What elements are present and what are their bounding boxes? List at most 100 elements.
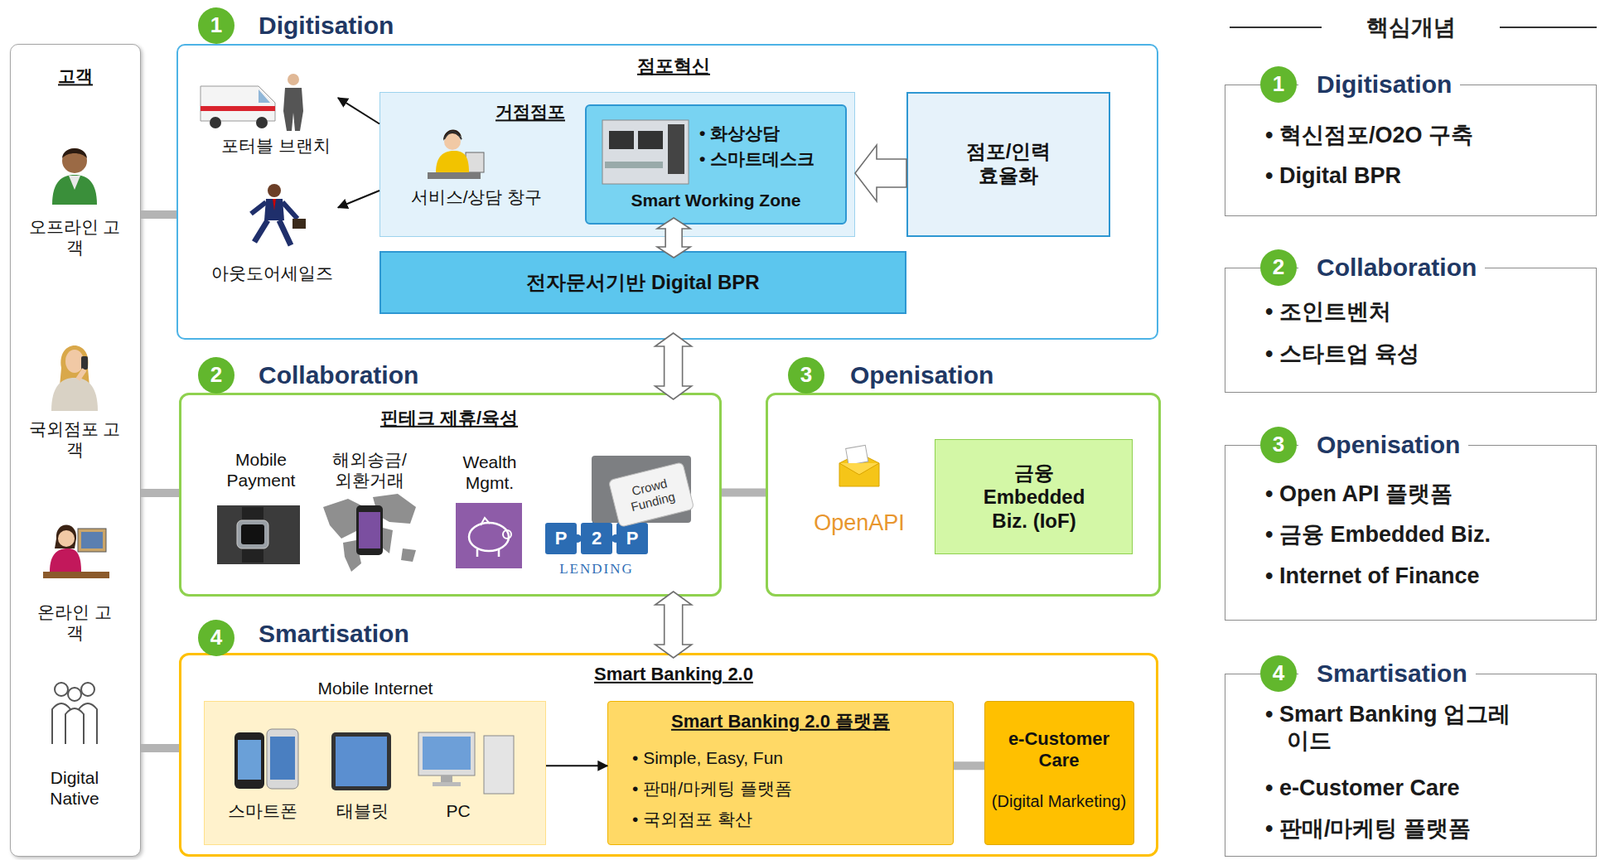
overseas-customer-icon xyxy=(81,356,88,370)
smartwatch-photo xyxy=(241,507,264,563)
heading-text: Smartisation xyxy=(1298,658,1476,689)
step-number: 2 xyxy=(1260,254,1297,281)
connector-bar xyxy=(953,761,985,770)
device-label: 태블릿 xyxy=(320,800,404,822)
text-slot: • Smart Banking 업그레이드 xyxy=(1265,727,1531,782)
text-slot: 전자문서기반 Digital BPR xyxy=(394,282,892,307)
text-slot: Wealth Mgmt. xyxy=(448,472,532,514)
smartphone-icons xyxy=(266,729,299,789)
text-slot: 점포/인력 효율화 xyxy=(954,164,1063,213)
online-customer-icon xyxy=(49,548,82,572)
overseas-customer-icon xyxy=(51,377,98,411)
fintech-label: LENDING xyxy=(542,560,651,578)
text-slot: 4 xyxy=(1260,673,1297,700)
node-text: 전자문서기반 Digital BPR xyxy=(394,270,892,295)
node-text: • 판매/마케팅 플랫폼 xyxy=(632,778,939,799)
fintech-label: Wealth Mgmt. xyxy=(448,451,532,494)
text-slot: • Simple, Easy, Fun xyxy=(632,758,939,779)
service-desk-figure xyxy=(427,172,481,179)
text-slot: • Digital BPR xyxy=(1265,175,1581,203)
online-customer-icon xyxy=(58,530,75,547)
portable-branch-van xyxy=(200,106,276,112)
node-text: Smart Banking 2.0 xyxy=(549,663,798,686)
world-map-phone xyxy=(401,548,416,562)
connector-bar xyxy=(140,210,177,219)
arrow-line xyxy=(338,97,380,124)
text-slot: • Open API 플랫폼 xyxy=(1265,493,1581,521)
text-slot: • Internet of Finance xyxy=(1265,575,1581,603)
text-slot: 국외점포 고객 xyxy=(24,439,125,481)
node-text: 아웃도어세일즈 xyxy=(205,262,339,284)
online-customer-icon xyxy=(77,528,107,552)
smart-working-photo xyxy=(667,124,685,175)
block-arrow xyxy=(655,591,692,658)
offline-customer-icon xyxy=(62,148,88,174)
text-slot: Smart Banking 2.0 플랫폼 xyxy=(618,721,943,744)
open-api-icon xyxy=(839,444,880,487)
outdoor-sales-figure xyxy=(292,218,306,229)
outdoor-sales-figure xyxy=(272,198,276,211)
text-slot: Smart Banking 2.0 xyxy=(549,674,798,697)
piggy-bank-icon xyxy=(455,502,523,569)
outdoor-sales-figure xyxy=(251,183,306,246)
heading-text: Collaboration xyxy=(258,360,524,391)
offline-customer-icon xyxy=(62,148,88,159)
portable-branch-van xyxy=(209,116,222,129)
text-slot: 오프라인 고객 xyxy=(24,236,125,279)
text-slot: 거점점포 xyxy=(464,111,597,133)
key-concept-box: 2Collaboration• 조인트벤처• 스타트업 육성 xyxy=(1224,267,1597,393)
text-slot: 해외송금/외환거래 xyxy=(326,469,414,512)
service-desk-figure xyxy=(427,130,484,180)
node-text: • 금융 Embedded Biz. xyxy=(1265,521,1581,548)
text-slot: 핵심개념 xyxy=(1344,27,1478,54)
smartphone-icons xyxy=(234,732,265,789)
smart-banking-platform: Smart Banking 2.0 플랫폼 • Simple, Easy, Fun… xyxy=(607,700,954,846)
key-concept-rule xyxy=(1229,26,1322,29)
piggy-bank-icon xyxy=(477,549,499,557)
outdoor-sales-figure xyxy=(264,198,285,221)
arrow-line xyxy=(338,190,380,208)
step-number: 3 xyxy=(1260,431,1297,458)
connector-bar xyxy=(140,744,179,753)
key-concept-box: 3Openisation• Open API 플랫폼• 금융 Embedded … xyxy=(1224,444,1597,621)
block-arrow xyxy=(657,217,691,258)
step-number-badge: 3 xyxy=(787,357,825,394)
text-slot: • 판매/마케팅 플랫폼 xyxy=(632,788,939,810)
step-number: 1 xyxy=(198,12,235,39)
portable-branch-van xyxy=(256,116,268,129)
world-map-phone xyxy=(358,512,381,549)
pc-icon xyxy=(483,735,514,794)
openisation-panel: 3금융 Embedded Biz. (IoF)Openisation xyxy=(765,392,1161,597)
step-number-badge: 1 xyxy=(1260,66,1297,103)
digital-native-icon xyxy=(81,682,95,697)
e-customer-care-box: e-Customer Care(Digital Marketing) xyxy=(984,700,1135,846)
open-api-icon xyxy=(845,444,869,465)
text-slot: 3 xyxy=(787,375,825,402)
smartwatch-photo xyxy=(217,505,300,565)
connector-bar xyxy=(721,488,766,498)
piggy-bank-icon xyxy=(468,522,509,552)
text-slot: Smartisation xyxy=(1298,673,1572,704)
tablet-icon xyxy=(335,736,387,787)
offline-customer-icon xyxy=(52,174,97,205)
heading-text: Digitisation xyxy=(1298,69,1460,100)
step-number-badge: 2 xyxy=(198,357,235,394)
node-text: • Digital BPR xyxy=(1265,162,1581,189)
text-slot: • 금융 Embedded Biz. xyxy=(1265,534,1581,561)
node-text: • 혁신점포/O2O 구축 xyxy=(1265,121,1581,149)
p2p-tiles xyxy=(573,534,582,543)
piggy-bank-icon xyxy=(480,517,490,526)
node-text: Smart Working Zone xyxy=(591,189,841,211)
device-label: PC xyxy=(433,800,484,822)
text-slot: e-Customer Care xyxy=(990,749,1128,794)
text-slot: 2 xyxy=(582,538,611,561)
text-slot: 4 xyxy=(198,638,235,664)
pc-icon xyxy=(440,775,453,783)
online-customer-icon xyxy=(43,525,110,580)
block-arrow xyxy=(655,333,692,400)
online-customer-icon xyxy=(54,525,77,550)
node-text: • e-Customer Care xyxy=(1265,774,1581,802)
text-slot: 1 xyxy=(1260,84,1297,111)
piggy-bank-icon xyxy=(502,530,512,539)
text-slot: 2 xyxy=(198,375,235,402)
